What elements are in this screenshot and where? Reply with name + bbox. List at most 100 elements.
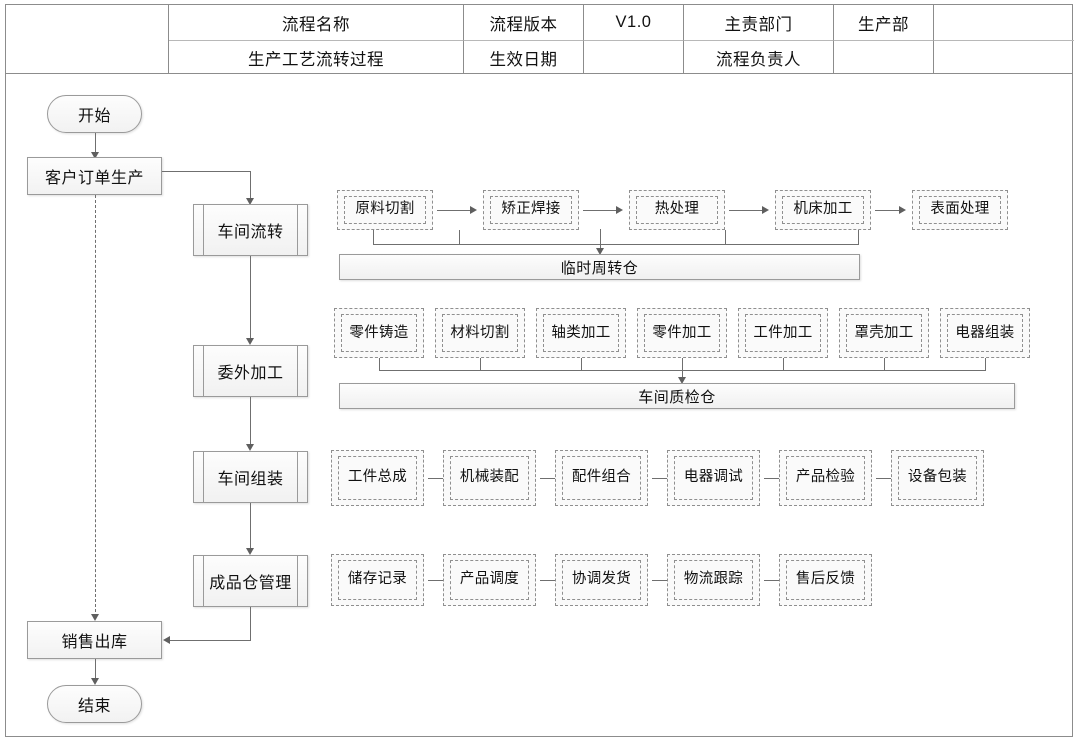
header-value-process-version: V1.0 xyxy=(584,5,684,40)
task-box: 售后反馈 xyxy=(779,554,872,606)
task-label: 零件加工 xyxy=(644,314,720,352)
task-box: 罩壳加工 xyxy=(839,308,929,358)
process-sales-outbound: 销售出库 xyxy=(27,621,162,659)
header-label-department: 主责部门 xyxy=(684,5,834,40)
header-value-process-owner xyxy=(834,40,934,74)
header-value-process-name: 生产工艺流转过程 xyxy=(169,40,464,74)
subprocess-workshop-transfer: 车间流转 xyxy=(193,204,308,256)
connector-sales-to-end xyxy=(95,659,96,681)
lane1-arrowhead-3 xyxy=(762,206,769,214)
task-label: 产品调度 xyxy=(450,560,529,600)
lane2-drop-6 xyxy=(884,358,885,370)
task-label: 工件加工 xyxy=(745,314,821,352)
task-label: 电器调试 xyxy=(674,456,753,500)
task-label: 协调发货 xyxy=(562,560,641,600)
subprocess-outsourced-processing: 委外加工 xyxy=(193,345,308,397)
lane3-arrow-line-4 xyxy=(764,478,792,479)
header-label-effective-date: 生效日期 xyxy=(464,40,584,74)
process-customer-order: 客户订单生产 xyxy=(27,157,162,195)
task-label: 轴类加工 xyxy=(543,314,619,352)
header-cell-blank-right xyxy=(934,5,1074,40)
task-box: 产品调度 xyxy=(443,554,536,606)
lane4-arrow-line-4 xyxy=(764,580,792,581)
subprocess-workshop-assembly-label: 车间组装 xyxy=(203,452,298,502)
lane4-arrow-line-2 xyxy=(540,580,568,581)
lane3-arrow-line-3 xyxy=(652,478,680,479)
lane1-arrow-line-4 xyxy=(875,210,901,211)
lane1-drop-5 xyxy=(858,230,859,244)
lane2-drop-3 xyxy=(581,358,582,370)
lane2-drop-1 xyxy=(379,358,380,370)
lane1-arrow-line-1 xyxy=(437,210,472,211)
task-label: 表面处理 xyxy=(919,196,1001,224)
arrowhead-stage2-to-stage3 xyxy=(246,444,254,451)
end-terminator: 结束 xyxy=(47,685,142,723)
header-value-department: 生产部 xyxy=(834,5,934,40)
task-label: 设备包装 xyxy=(898,456,977,500)
subprocess-outsourced-processing-label: 委外加工 xyxy=(203,346,298,396)
task-label: 售后反馈 xyxy=(786,560,865,600)
subprocess-workshop-transfer-label: 车间流转 xyxy=(203,205,298,255)
arrowhead-order-to-sales xyxy=(91,614,99,621)
lane1-arrowhead-1 xyxy=(470,206,477,214)
lane3-arrow-line-5 xyxy=(876,478,904,479)
task-label: 物流跟踪 xyxy=(674,560,753,600)
lane1-drop-1 xyxy=(373,230,374,244)
task-label: 原料切割 xyxy=(344,196,426,224)
connector-order-to-sales-dashed xyxy=(95,195,96,617)
task-box: 机械装配 xyxy=(443,450,536,506)
task-box: 配件组合 xyxy=(555,450,648,506)
lane2-drop-7 xyxy=(985,358,986,370)
start-terminator: 开始 xyxy=(47,95,142,133)
task-box: 矫正焊接 xyxy=(483,190,579,230)
lane2-bus-to-warehouse xyxy=(682,358,683,380)
header-label-process-version: 流程版本 xyxy=(464,5,584,40)
task-box: 电器调试 xyxy=(667,450,760,506)
task-label: 机械装配 xyxy=(450,456,529,500)
lane1-arrowhead-warehouse xyxy=(596,248,604,255)
lane1-drop-2 xyxy=(459,230,460,244)
connector-stage1-to-stage2 xyxy=(250,256,251,341)
task-label: 配件组合 xyxy=(562,456,641,500)
connector-stage4-to-sales-h xyxy=(170,640,251,641)
header-table: 流程名称 流程版本 V1.0 主责部门 生产部 生产工艺流转过程 生效日期 流程… xyxy=(5,4,1074,74)
task-label: 材料切割 xyxy=(442,314,518,352)
task-box: 零件铸造 xyxy=(334,308,424,358)
task-label: 热处理 xyxy=(636,196,718,224)
lane4-arrow-line-1 xyxy=(428,580,456,581)
connector-stage4-to-sales-v xyxy=(250,607,251,640)
task-box: 物流跟踪 xyxy=(667,554,760,606)
arrowhead-order-to-stage1 xyxy=(246,198,254,205)
arrowhead-sales-to-end xyxy=(91,678,99,685)
arrowhead-stage4-to-sales xyxy=(163,636,170,644)
arrowhead-stage1-to-stage2 xyxy=(246,338,254,345)
lane4-arrow-line-3 xyxy=(652,580,680,581)
subprocess-finished-goods-warehouse-label: 成品仓管理 xyxy=(203,556,298,606)
task-box: 工件加工 xyxy=(738,308,828,358)
task-label: 矫正焊接 xyxy=(490,196,572,224)
header-cell-blank-left xyxy=(6,5,169,40)
lane3-arrow-line-1 xyxy=(428,478,456,479)
task-box: 热处理 xyxy=(629,190,725,230)
subprocess-finished-goods-warehouse: 成品仓管理 xyxy=(193,555,308,607)
header-label-process-name: 流程名称 xyxy=(169,5,464,40)
lane1-arrowhead-2 xyxy=(616,206,623,214)
task-box: 表面处理 xyxy=(912,190,1008,230)
task-label: 零件铸造 xyxy=(341,314,417,352)
lane1-arrow-line-3 xyxy=(729,210,764,211)
task-box: 轴类加工 xyxy=(536,308,626,358)
task-box: 原料切割 xyxy=(337,190,433,230)
task-box: 电器组装 xyxy=(940,308,1030,358)
header-cell-blank-left-2 xyxy=(6,40,169,74)
task-box: 工件总成 xyxy=(331,450,424,506)
task-box: 零件加工 xyxy=(637,308,727,358)
task-label: 储存记录 xyxy=(338,560,417,600)
header-value-effective-date xyxy=(584,40,684,74)
header-cell-blank-right-2 xyxy=(934,40,1074,74)
lane3-arrow-line-2 xyxy=(540,478,568,479)
connector-start-to-order xyxy=(95,133,96,155)
connector-stage2-to-stage3 xyxy=(250,397,251,447)
lane1-collector-bus xyxy=(373,244,859,245)
lane1-bus-to-warehouse xyxy=(600,229,601,251)
